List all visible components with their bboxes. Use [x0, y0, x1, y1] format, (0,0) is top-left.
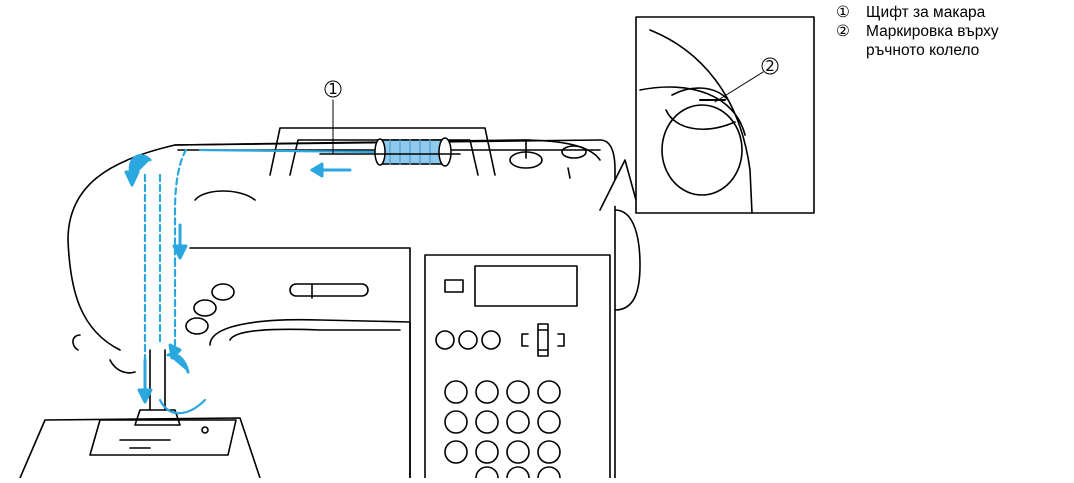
legend-item-2: ② Маркировка върху ръчното колело [836, 22, 999, 60]
panel-button-3 [482, 331, 500, 349]
callout-1-number: 1 [328, 80, 338, 98]
legend-label-2: Маркировка върху ръчното колело [866, 22, 999, 60]
left-button-1 [212, 284, 234, 300]
number-keypad [445, 381, 560, 478]
spool [375, 138, 451, 166]
thread-path [145, 150, 380, 413]
machine-head-curve [68, 240, 120, 350]
stitch-slider [290, 284, 368, 296]
handwheel [615, 210, 640, 310]
legend: ① Щифт за макара ② Маркировка върху ръчн… [836, 3, 999, 60]
legend-label-1: Щифт за макара [866, 3, 985, 22]
left-button-2 [194, 300, 216, 316]
panel-button-2 [459, 331, 477, 349]
legend-number-2: ② [836, 22, 866, 41]
left-button-3 [186, 318, 208, 334]
machine-body-outline [68, 140, 615, 478]
needle-bar [150, 350, 165, 410]
cross-keypad [522, 324, 564, 356]
callout-2-number: 2 [765, 57, 775, 75]
machine-arm-opening [210, 320, 410, 478]
top-dial [195, 191, 255, 200]
detail-inset: 2 [600, 17, 814, 213]
lcd-screen [475, 266, 577, 306]
panel-button-1 [436, 331, 454, 349]
legend-item-1: ① Щифт за макара [836, 3, 999, 22]
legend-number-1: ① [836, 3, 866, 22]
